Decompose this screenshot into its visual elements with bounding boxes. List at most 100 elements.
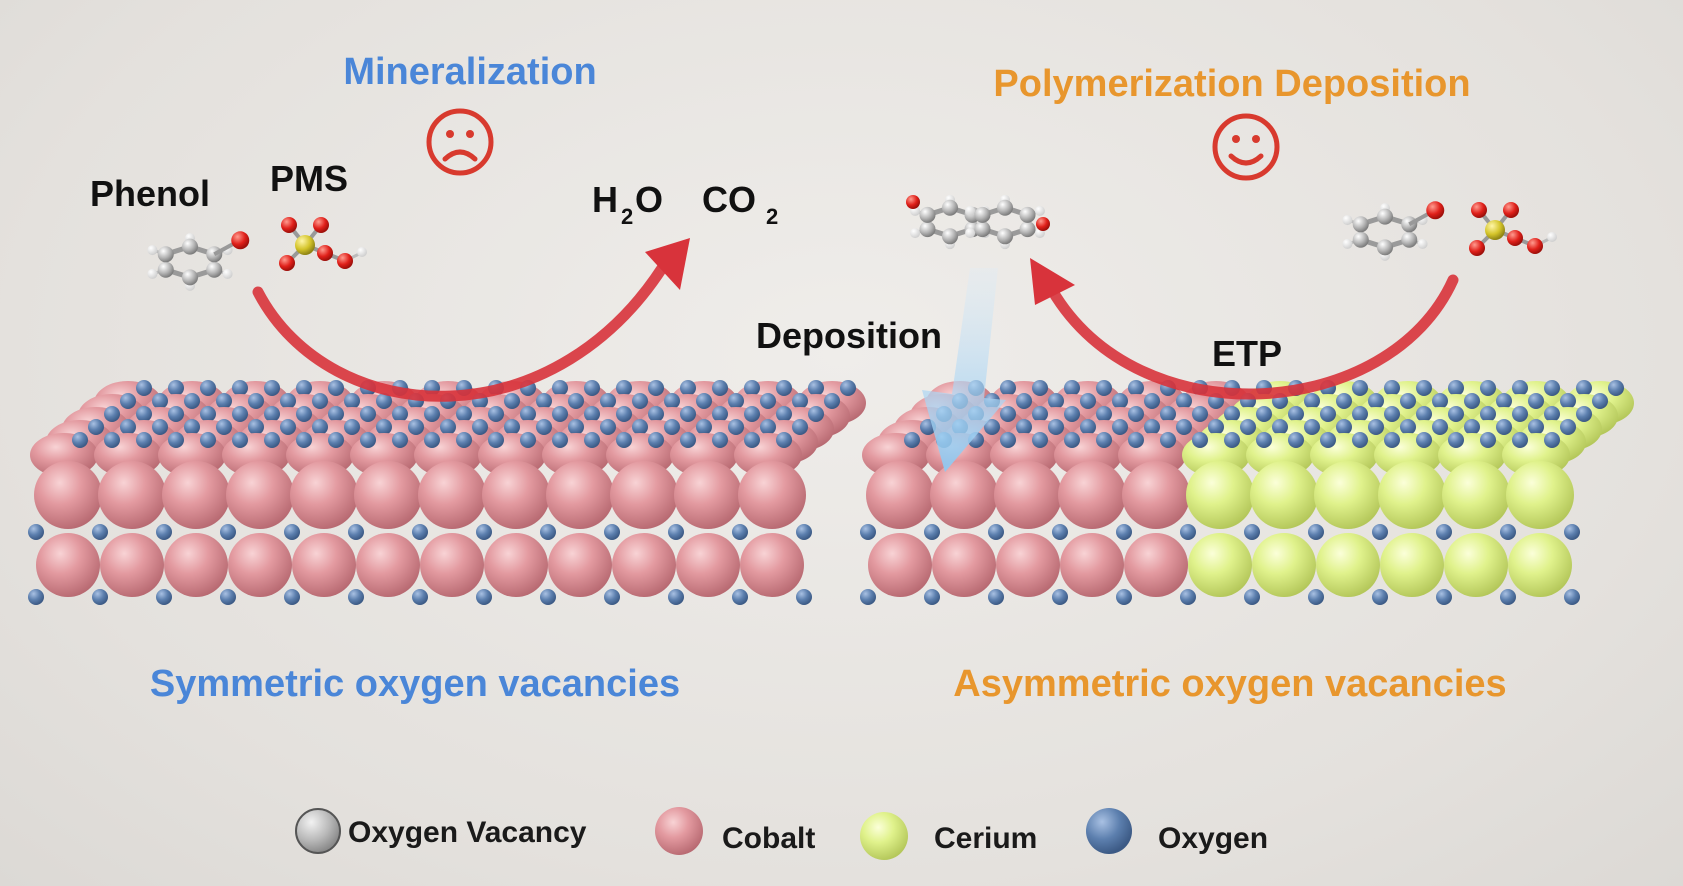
oxygen-atom xyxy=(744,406,760,422)
oxygen-atom-red xyxy=(906,195,920,209)
sulfur-atom xyxy=(295,235,315,255)
oxygen-atom xyxy=(168,432,184,448)
oxygen-atom xyxy=(924,589,940,605)
hydrogen-atom xyxy=(910,228,920,238)
oxygen-atom xyxy=(1372,589,1388,605)
oxygen-atom xyxy=(1352,380,1368,396)
oxygen-atom xyxy=(552,432,568,448)
cobalt-upper-atom xyxy=(482,461,550,529)
oxygen-atom xyxy=(1480,406,1496,422)
slab-upper-atom xyxy=(1122,461,1190,529)
hydrogen-atom xyxy=(147,269,157,279)
oxygen-atom xyxy=(312,393,328,409)
oxygen-atom xyxy=(456,432,472,448)
oxygen-atom xyxy=(152,393,168,409)
oxygen-atom xyxy=(1240,419,1256,435)
oxygen-atom xyxy=(924,524,940,540)
oxygen-atom xyxy=(1448,380,1464,396)
oxygen-atom xyxy=(792,419,808,435)
oxygen-atom-red xyxy=(1426,201,1444,219)
oxygen-atom xyxy=(104,406,120,422)
oxygen-atom xyxy=(1064,432,1080,448)
oxygen-atom xyxy=(1384,380,1400,396)
oxygen-atom xyxy=(1384,432,1400,448)
oxygen-atom xyxy=(648,380,664,396)
cobalt-upper-atom xyxy=(226,461,294,529)
oxygen-atom xyxy=(1352,432,1368,448)
co2-co: CO xyxy=(702,179,756,220)
oxygen-atom xyxy=(604,589,620,605)
oxygen-atom xyxy=(184,419,200,435)
oxygen-atom xyxy=(136,380,152,396)
oxygen-atom xyxy=(1112,393,1128,409)
oxygen-atom xyxy=(1000,380,1016,396)
oxygen-atom xyxy=(824,393,840,409)
oxygen-atom xyxy=(600,419,616,435)
hydrogen-atom xyxy=(1547,232,1557,242)
cobalt-lower-atom xyxy=(676,533,740,597)
carbon-atom xyxy=(1020,207,1036,223)
legend-label-cobalt: Cobalt xyxy=(722,822,815,855)
oxygen-atom xyxy=(632,419,648,435)
oxygen-atom xyxy=(184,393,200,409)
oxygen-atom xyxy=(1096,380,1112,396)
oxygen-atom xyxy=(1448,406,1464,422)
oxygen-atom xyxy=(1480,432,1496,448)
oxygen-atom xyxy=(264,380,280,396)
oxygen-atom xyxy=(424,406,440,422)
oxygen-atom xyxy=(796,524,812,540)
oxygen-atom xyxy=(1244,524,1260,540)
oxygen-atom xyxy=(1512,380,1528,396)
oxygen-atom xyxy=(664,393,680,409)
oxygen-atom xyxy=(1416,432,1432,448)
oxygen-atom xyxy=(168,406,184,422)
cobalt-lower-atom xyxy=(228,533,292,597)
legend-label-oxygen: Oxygen xyxy=(1158,822,1268,855)
oxygen-atom xyxy=(1512,406,1528,422)
oxygen-atom xyxy=(104,432,120,448)
oxygen-atom xyxy=(1500,589,1516,605)
cobalt-upper-atom xyxy=(546,461,614,529)
oxygen-atom xyxy=(284,589,300,605)
oxygen-atom xyxy=(476,589,492,605)
oxygen-atom xyxy=(92,589,108,605)
oxygen-atom xyxy=(136,406,152,422)
oxygen-atom xyxy=(1244,589,1260,605)
hydrogen-atom xyxy=(223,269,233,279)
oxygen-atom xyxy=(412,524,428,540)
oxygen-atom xyxy=(456,406,472,422)
oxygen-atom xyxy=(760,393,776,409)
oxygen-atom xyxy=(136,432,152,448)
oxygen-atom xyxy=(328,380,344,396)
oxygen-atom xyxy=(120,393,136,409)
slab-upper-atom xyxy=(994,461,1062,529)
cobalt-upper-atom xyxy=(610,461,678,529)
carbon-atom xyxy=(1377,239,1393,255)
oxygen-atom xyxy=(1400,393,1416,409)
oxygen-atom xyxy=(1064,406,1080,422)
oxygen-atom xyxy=(348,589,364,605)
cobalt-lower-atom xyxy=(740,533,804,597)
mineralization-title: Mineralization xyxy=(343,51,596,93)
carbon-atom xyxy=(1377,209,1393,225)
oxygen-atom xyxy=(280,393,296,409)
oxygen-atom xyxy=(200,380,216,396)
oxygen-atom xyxy=(568,393,584,409)
oxygen-atom xyxy=(696,419,712,435)
oxygen-atom xyxy=(632,393,648,409)
oxygen-atom xyxy=(988,524,1004,540)
oxygen-atom xyxy=(1320,432,1336,448)
oxygen-atom xyxy=(220,524,236,540)
oxygen-atom xyxy=(1080,419,1096,435)
oxygen-atom xyxy=(1464,419,1480,435)
oxygen-atom xyxy=(216,419,232,435)
oxygen-atom xyxy=(232,432,248,448)
oxygen-atom xyxy=(840,380,856,396)
oxygen-atom xyxy=(648,432,664,448)
oxygen-atom xyxy=(504,419,520,435)
oxygen-atom-red xyxy=(317,245,333,261)
asymmetric-caption: Asymmetric oxygen vacancies xyxy=(953,663,1506,705)
hydrogen-atom xyxy=(965,206,975,216)
oxygen-atom xyxy=(1576,406,1592,422)
